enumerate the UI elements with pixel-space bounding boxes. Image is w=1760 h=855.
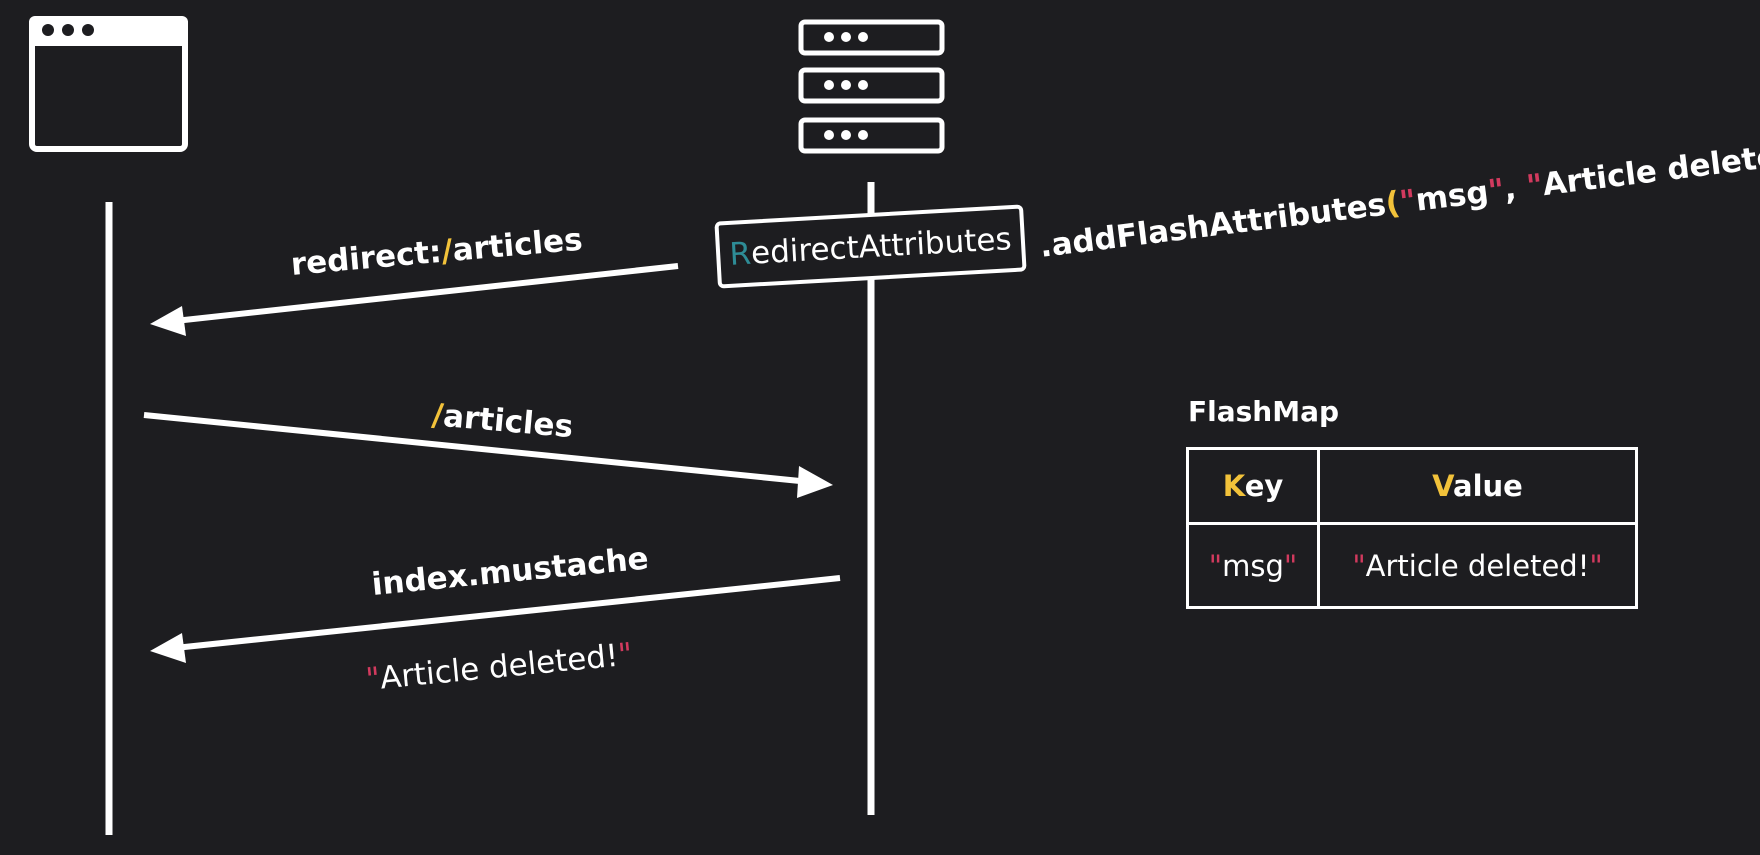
flashmap-table: Key Value "msg" "Article deleted!" [1186, 447, 1638, 609]
request-arrow [143, 412, 833, 498]
browser-window-icon [29, 16, 188, 152]
flashmap-header-row: Key Value [1186, 447, 1638, 525]
flashmap-key-header: Key [1186, 447, 1320, 525]
flashmap-value-header: Value [1317, 447, 1638, 525]
redirect-arrow [150, 263, 679, 336]
table-row: "msg" "Article deleted!" [1186, 522, 1638, 609]
flashmap-title: FlashMap [1188, 395, 1340, 428]
flashmap-key-cell: "msg" [1186, 522, 1320, 609]
response-arrow [150, 575, 841, 663]
server-stack-icon [798, 19, 945, 154]
flashmap-value-cell: "Article deleted!" [1317, 522, 1638, 609]
